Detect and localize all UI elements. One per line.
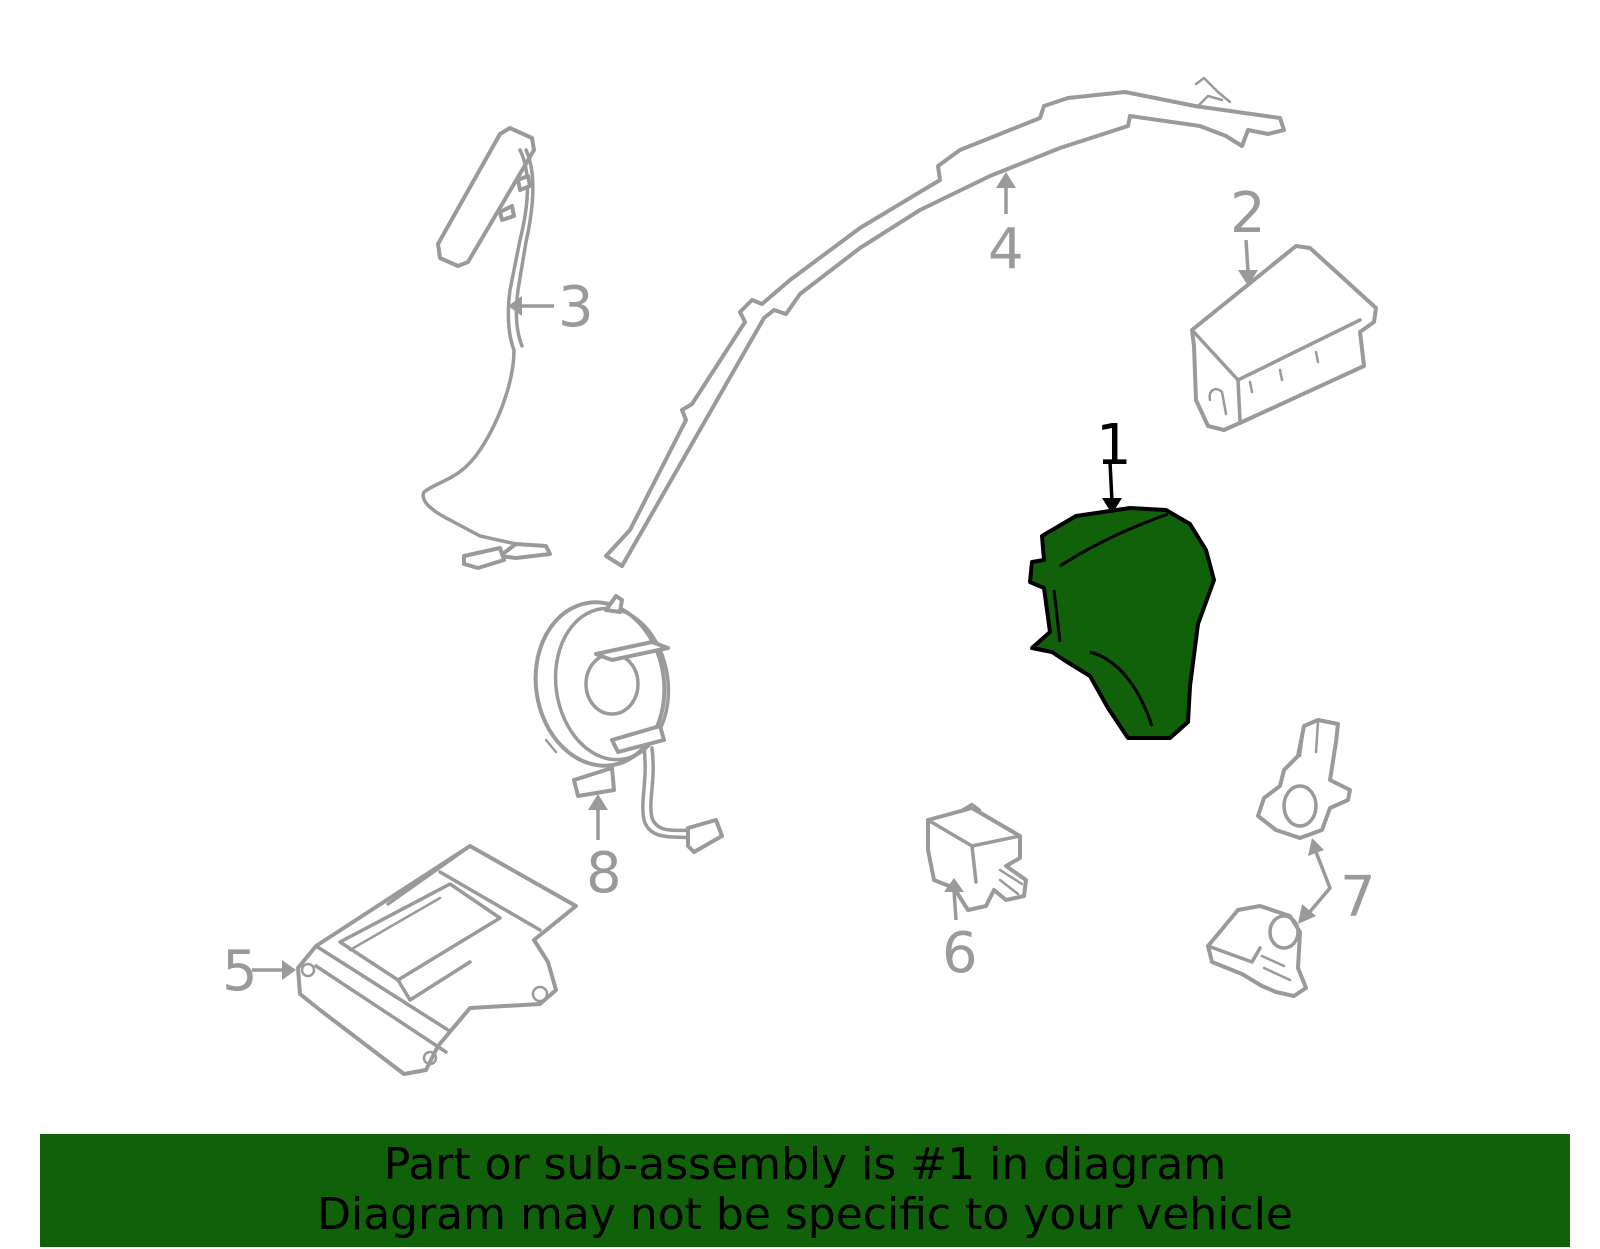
part-5-control-module[interactable]: [296, 844, 578, 1076]
part-7-sensor-lower[interactable]: [1206, 904, 1308, 998]
callout-3: 3: [508, 275, 594, 340]
callout-2: 2: [1230, 181, 1266, 286]
svg-text:7: 7: [1340, 865, 1376, 930]
part-4-curtain-airbag[interactable]: [604, 76, 1286, 568]
svg-text:5: 5: [222, 939, 258, 1004]
svg-text:2: 2: [1230, 181, 1266, 246]
svg-text:1: 1: [1096, 413, 1132, 478]
part-8-clock-spring[interactable]: [525, 594, 724, 854]
svg-text:6: 6: [942, 921, 978, 986]
callout-5: 5: [222, 939, 296, 1004]
part-2-passenger-airbag[interactable]: [1190, 244, 1378, 432]
svg-text:4: 4: [988, 217, 1024, 282]
callout-1: 1: [1096, 413, 1132, 514]
part-3-side-airbag[interactable]: [421, 126, 552, 570]
banner-line-1: Part or sub-assembly is #1 in diagram: [383, 1139, 1227, 1190]
callout-7: 7: [1298, 838, 1376, 930]
banner-line-2: Diagram may not be specific to your vehi…: [317, 1189, 1293, 1240]
callout-4: 4: [988, 172, 1024, 282]
svg-text:8: 8: [586, 841, 622, 906]
svg-text:3: 3: [558, 275, 594, 340]
part-1-driver-airbag[interactable]: [1028, 506, 1216, 740]
part-6-impact-sensor[interactable]: [926, 802, 1028, 912]
part-7-sensor-upper[interactable]: [1256, 718, 1352, 840]
callout-8: 8: [586, 794, 622, 906]
callout-6: 6: [942, 878, 978, 986]
info-banner: Part or sub-assembly is #1 in diagram Di…: [40, 1134, 1570, 1247]
